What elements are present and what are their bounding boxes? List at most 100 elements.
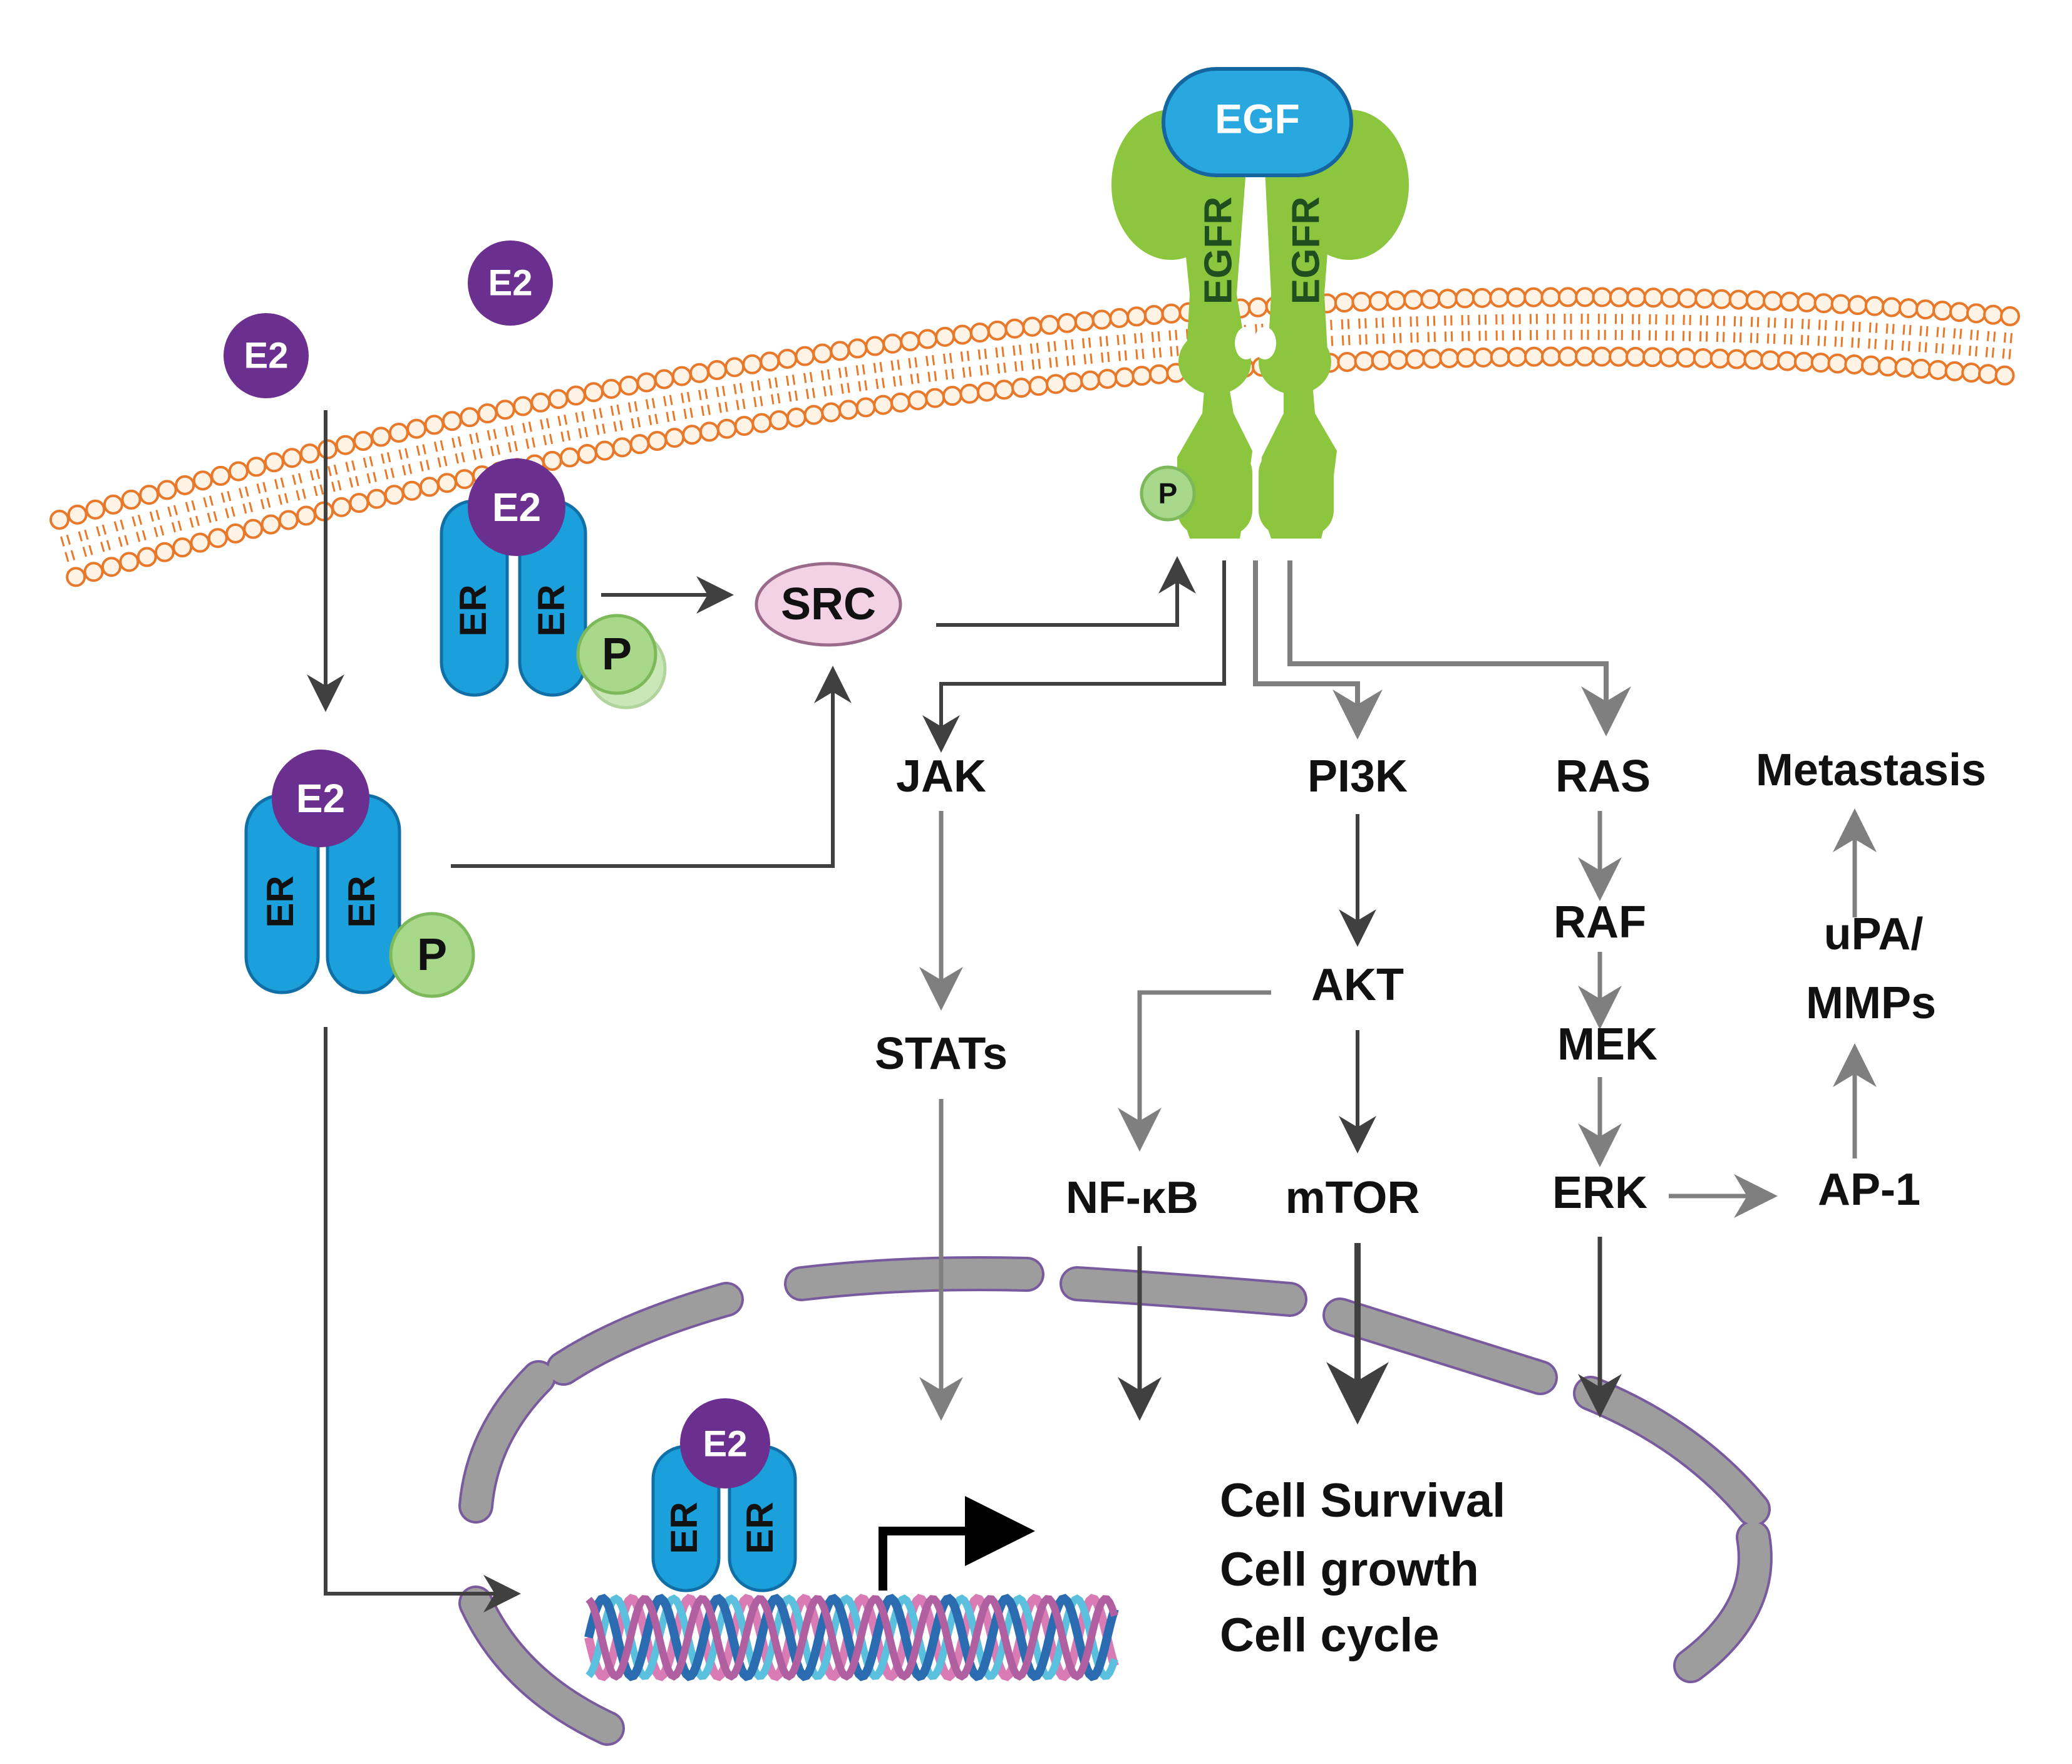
lipid-head (1977, 364, 1998, 384)
lipid-head (1861, 355, 1882, 376)
lipid-head (925, 388, 946, 408)
lipid-head (1126, 306, 1147, 327)
lipid-tail (862, 364, 865, 375)
lipid-tail (875, 378, 879, 389)
lipid-tail (420, 461, 424, 472)
lipid-head (1143, 305, 1164, 326)
lipid-tail (1976, 330, 1979, 341)
lipid-tail (942, 353, 946, 364)
lipid-tail (1170, 346, 1173, 357)
lipid-tail (82, 547, 87, 557)
lipid-head (1490, 347, 1510, 368)
lipid-tail (242, 503, 247, 514)
er-label: ER (452, 584, 494, 636)
lipid-head (207, 528, 228, 549)
lipid-tail (171, 522, 176, 533)
lipid-head (865, 336, 885, 356)
lipid-tail (794, 390, 798, 401)
lipid-tail (274, 478, 279, 490)
arrow-egfr-to-jak (922, 560, 1226, 753)
lipid-tail (733, 384, 737, 395)
lipid-tail (1858, 321, 1861, 333)
lipid-tail (345, 462, 350, 472)
lipid-head (243, 518, 264, 539)
lipid-tail (167, 507, 172, 517)
lipid-head (1004, 318, 1025, 339)
lipid-head (1489, 287, 1510, 308)
lipid-tail (672, 410, 676, 421)
lipid-head (1763, 291, 1783, 311)
lipid-tail (805, 388, 810, 400)
lipid-head (742, 354, 763, 374)
lipid-tail (373, 472, 377, 482)
lipid-head (830, 341, 850, 361)
lipid-tail (949, 353, 952, 363)
lipid-tail (927, 371, 931, 383)
lipid-tail (292, 474, 297, 485)
lipid-tail (136, 532, 141, 542)
lipid-head (419, 477, 440, 497)
lipid-head (349, 493, 369, 513)
lipid-tail (496, 444, 500, 455)
lipid-tail (327, 466, 332, 477)
lipid-tail (528, 421, 532, 432)
lipid-head (1810, 353, 1831, 373)
lipid-head (917, 329, 938, 349)
lipid-head (1507, 346, 1527, 367)
lipid-tail (230, 506, 235, 517)
egfr-dimer: EGFR EGFR (1111, 110, 1409, 539)
lipid-tail (472, 449, 477, 460)
lipid-head (838, 400, 858, 420)
lipid-head (296, 505, 316, 526)
lipid-head (1643, 287, 1664, 308)
lipid-head (1334, 292, 1354, 313)
egfr-phospho-badge: P (1140, 465, 1196, 522)
lipid-head (1506, 287, 1527, 307)
lipid-tail (296, 490, 301, 501)
lipid-head (1881, 297, 1902, 317)
lipid-tail (1083, 354, 1087, 364)
lipid-tail (1968, 345, 1972, 356)
lipid-head (401, 480, 422, 501)
lipid-tail (1055, 357, 1058, 368)
lipid-head (1728, 289, 1749, 310)
lipid-head (1726, 349, 1747, 369)
lipid-tail (507, 442, 512, 453)
lipid-head (619, 375, 639, 396)
lipid-head (278, 510, 299, 530)
lipid-head (1405, 349, 1426, 369)
lipid-tail (1818, 319, 1821, 330)
lipid-head (1063, 372, 1083, 393)
lipid-head (601, 378, 622, 399)
lipid-tail (584, 426, 589, 438)
lipid-head (424, 415, 445, 435)
lipid-tail (1801, 319, 1804, 329)
lipid-head (1337, 352, 1358, 373)
lipid-tail (2003, 332, 2007, 343)
lipid-head (1927, 359, 1948, 380)
dna-strand (585, 1594, 1118, 1680)
lipid-tail (879, 361, 883, 373)
lipid-tail (316, 468, 321, 480)
lipid-head (157, 480, 177, 500)
lipid-tail (1066, 356, 1070, 366)
lipid-tail (490, 446, 495, 456)
lipid-head (1745, 290, 1766, 311)
lipid-tail (575, 412, 579, 423)
lipid-tail (716, 386, 719, 398)
lipid-head (460, 407, 480, 428)
nfkb-label: NF-κB (1066, 1173, 1198, 1223)
lipid-tail (812, 388, 816, 398)
lipid-tail (932, 354, 935, 366)
cytoplasmic-er-complex: ER ER E2 P (244, 750, 475, 998)
lipid-tail (545, 418, 550, 429)
lipid-tail (531, 437, 536, 448)
lipid-tail (910, 374, 914, 384)
lipid-tail (844, 366, 848, 378)
lipid-tail (2002, 348, 2005, 359)
lipid-tail (1151, 331, 1154, 343)
egfr-label-left: EGFR (1197, 197, 1240, 304)
lipid-head (847, 338, 868, 359)
lipid-head (175, 475, 195, 495)
lipid-tail (984, 348, 987, 359)
